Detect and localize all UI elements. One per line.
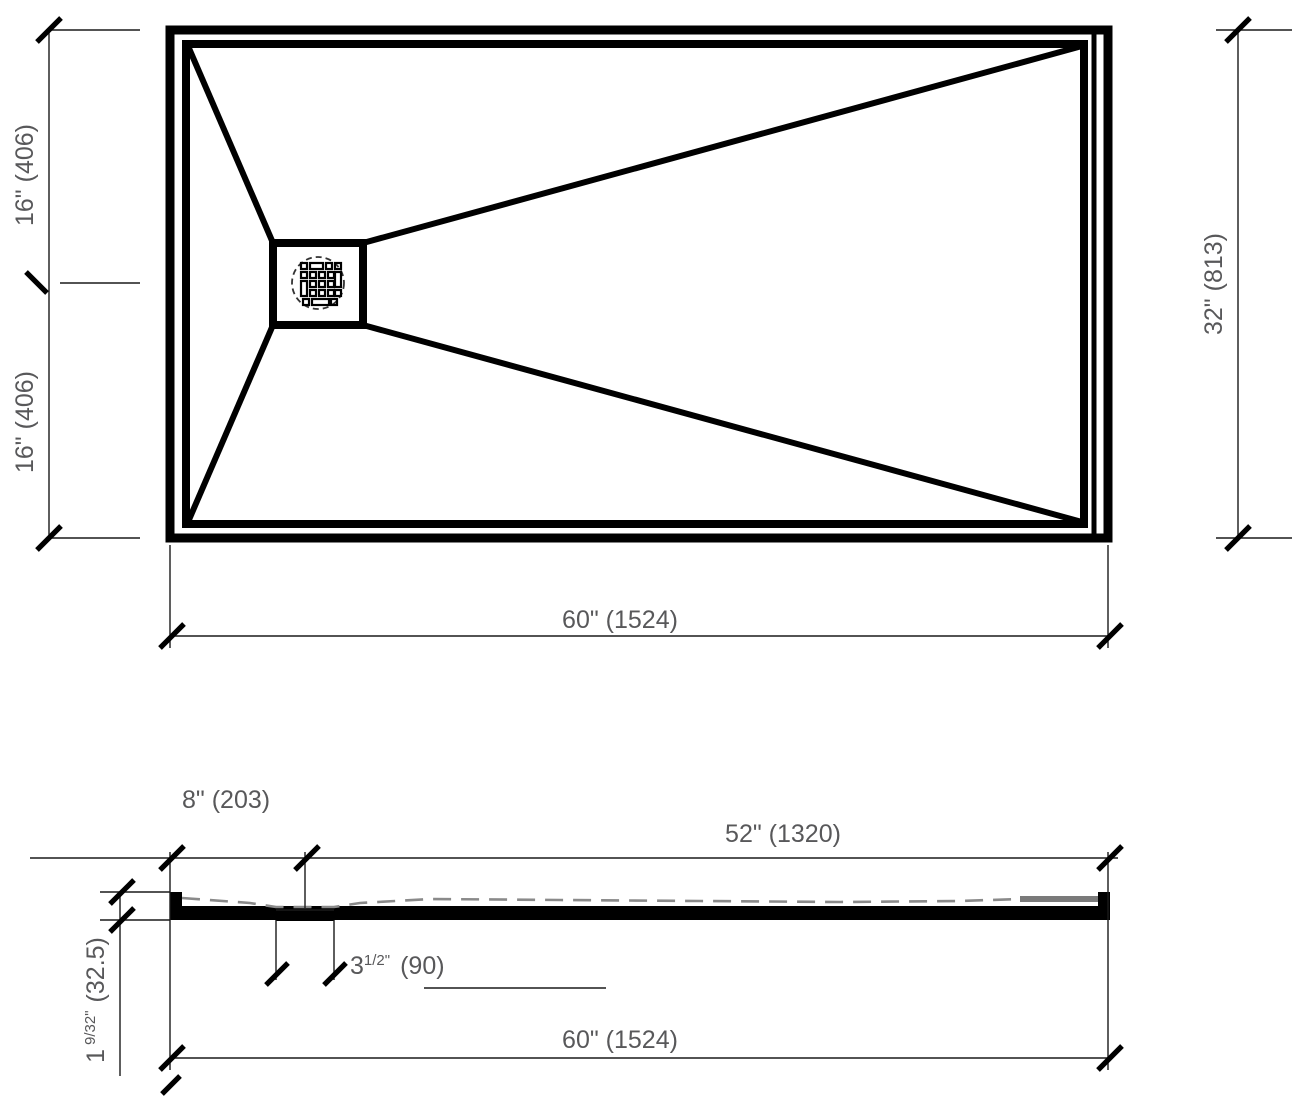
tick-bottom — [35, 524, 63, 552]
slope-fold-top-right — [362, 43, 1083, 246]
height-unit: " — [82, 1010, 99, 1015]
elev-tick-drain — [293, 844, 321, 872]
drain-width-whole: 3 — [350, 952, 364, 980]
tick-top — [35, 16, 63, 44]
elevation-height-dimension-group — [100, 878, 182, 1096]
plan-left-dimension-group: 16" (406) 16" (406) — [11, 16, 140, 552]
plan-left-upper-label: 16" (406) — [11, 124, 39, 226]
pan-inner-rectangle — [182, 40, 1088, 528]
plan-right-overall-label: 32" (813) — [1200, 233, 1228, 335]
height-fraction: 9/32 — [82, 1016, 99, 1045]
height-tick-far — [160, 1074, 182, 1096]
elev-tick-left — [158, 844, 186, 872]
height-label-group: 1 9/32" (32.5) — [82, 937, 110, 1063]
elev-tick-right — [1096, 844, 1124, 872]
drain-width-label-group: 31/2" (90) — [350, 952, 445, 980]
tick-right-top — [1224, 16, 1252, 44]
drain-width-tick-left — [264, 961, 290, 987]
drain-grate-slots — [299, 261, 343, 307]
pan-right-endcap — [1098, 892, 1110, 920]
elev-top-span-label: 52" (1320) — [725, 820, 841, 848]
slope-fold-bottom-left — [185, 323, 276, 524]
drain-block — [276, 910, 334, 921]
pan-left-endcap — [170, 892, 182, 920]
drain-width-tick-right — [322, 961, 348, 987]
plan-view-geometry — [165, 25, 1113, 543]
drain-width-unit: " — [385, 952, 390, 969]
fraction-labels: 31/2"(90) 19/32"(32.5) — [82, 937, 445, 1063]
plan-left-lower-label: 16" (406) — [11, 371, 39, 473]
slope-fold-bottom-right — [362, 322, 1083, 525]
drain-width-metric: (90) — [400, 952, 444, 980]
tick-right-bottom — [1224, 524, 1252, 552]
elevation-view-geometry — [170, 892, 1110, 921]
drain-grate-circle — [291, 256, 345, 310]
pan-outer-rectangle — [165, 25, 1113, 543]
elevation-drain-width-group — [264, 920, 606, 989]
elev-bottom-tick-left — [158, 1044, 186, 1072]
right-ledge-grey — [1020, 896, 1098, 902]
slope-fold-top-left — [185, 44, 276, 245]
elev-drain-offset-label: 8" (203) — [182, 786, 270, 814]
height-tick-top — [108, 878, 136, 906]
elev-bottom-tick-right — [1096, 1044, 1124, 1072]
elevation-top-dimension-group: 8" (203) 52" (1320) — [30, 786, 1124, 1070]
elev-bottom-overall-label: 60" (1524) — [562, 1026, 678, 1054]
tick-bottom-right — [1096, 622, 1124, 650]
plan-bottom-dimension-group: 60" (1524) — [158, 545, 1124, 650]
pan-slab-body — [170, 906, 1110, 920]
height-whole: 1 — [82, 1049, 110, 1063]
slope-profile-dashed — [181, 896, 1021, 909]
elevation-bottom-dimension-group: 60" (1524) — [158, 1026, 1124, 1072]
plan-bottom-overall-label: 60" (1524) — [562, 606, 678, 634]
tick-mid — [24, 270, 49, 295]
plan-right-dimension-group: 32" (813) — [1200, 16, 1292, 552]
height-tick-bottom — [108, 906, 136, 934]
height-metric: (32.5) — [82, 937, 110, 1002]
drain-width-fraction: 1/2 — [364, 952, 385, 969]
drain-square — [269, 239, 367, 329]
tick-bottom-left — [158, 622, 186, 650]
